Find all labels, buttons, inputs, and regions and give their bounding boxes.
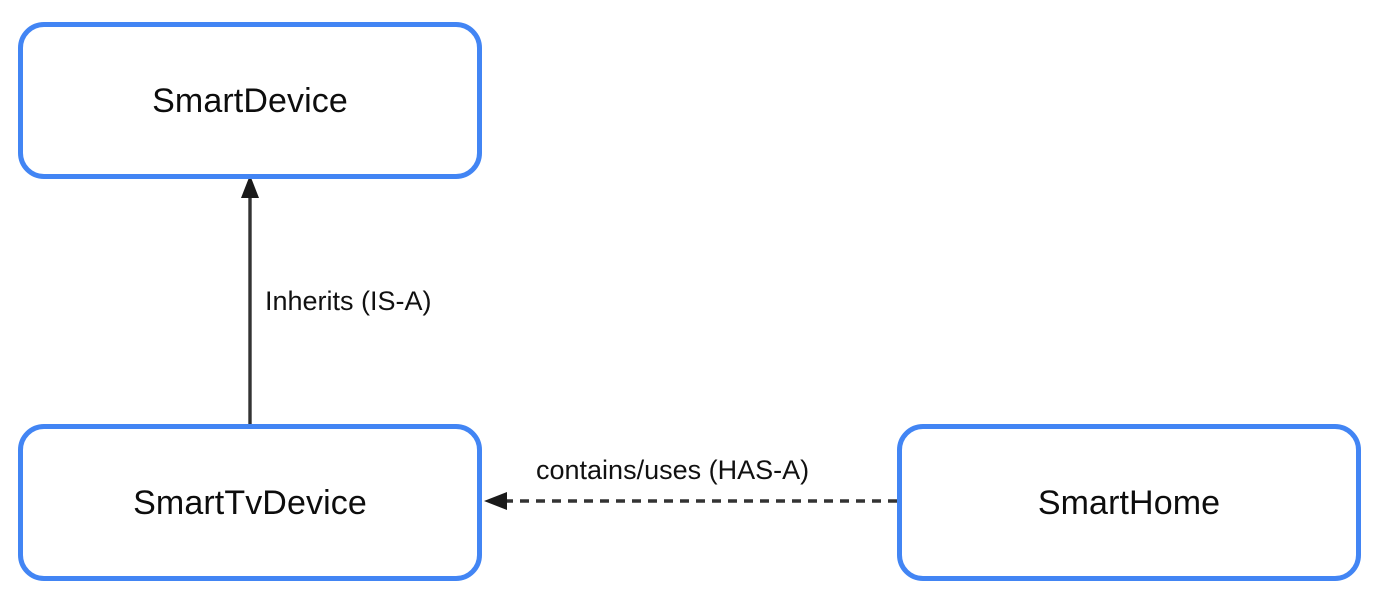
edge-inherits-is-a [241, 175, 259, 424]
node-smartdevice-label: SmartDevice [152, 81, 348, 120]
edge-contains-arrowhead [484, 492, 507, 510]
edge-label-contains: contains/uses (HAS-A) [536, 455, 810, 485]
node-smarthome-label: SmartHome [1037, 483, 1221, 522]
node-smarthome[interactable]: SmartHome [897, 424, 1361, 581]
edge-label-inherits: Inherits (IS-A) [265, 286, 432, 316]
node-smarttvdevice[interactable]: SmartTvDevice [18, 424, 482, 581]
node-smartdevice[interactable]: SmartDevice [18, 22, 482, 179]
edge-contains-has-a [484, 492, 897, 510]
node-smarttvdevice-label: SmartTvDevice [133, 483, 367, 522]
